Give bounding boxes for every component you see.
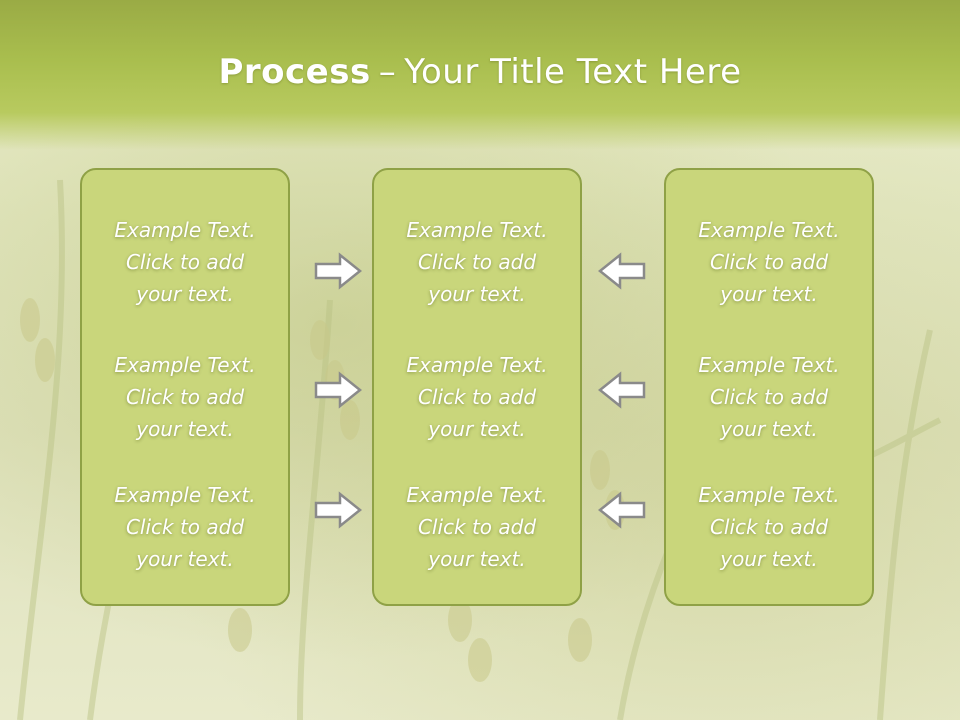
text-line: Click to add: [709, 385, 829, 409]
text-line: your text.: [428, 417, 526, 441]
right-arrow-icon: [314, 371, 363, 409]
text-line: your text.: [720, 282, 818, 306]
center-panel[interactable]: Example Text. Click to add your text. Ex…: [372, 168, 582, 606]
left-arrow-icon: [597, 491, 646, 529]
text-line: your text.: [428, 282, 526, 306]
text-line: Example Text.: [406, 218, 548, 242]
text-line: Click to add: [125, 515, 245, 539]
text-line: your text.: [428, 547, 526, 571]
right-panel[interactable]: Example Text. Click to add your text. Ex…: [664, 168, 874, 606]
text-line: Click to add: [125, 250, 245, 274]
text-block[interactable]: Example Text. Click to add your text.: [666, 214, 872, 310]
text-line: your text.: [136, 417, 234, 441]
text-line: your text.: [136, 282, 234, 306]
text-block[interactable]: Example Text. Click to add your text.: [666, 479, 872, 575]
text-line: Example Text.: [114, 218, 256, 242]
text-line: your text.: [720, 417, 818, 441]
text-line: Example Text.: [406, 483, 548, 507]
title-dash: –: [378, 52, 397, 92]
slide-title[interactable]: Process–Your Title Text Here: [0, 52, 960, 92]
text-block[interactable]: Example Text. Click to add your text.: [374, 214, 580, 310]
left-arrow-icon: [597, 252, 646, 290]
text-line: Click to add: [417, 250, 537, 274]
text-line: Click to add: [125, 385, 245, 409]
text-line: your text.: [136, 547, 234, 571]
text-line: Click to add: [417, 385, 537, 409]
text-line: Example Text.: [698, 483, 840, 507]
text-block[interactable]: Example Text. Click to add your text.: [82, 349, 288, 445]
text-line: Click to add: [709, 515, 829, 539]
right-arrow-icon: [314, 252, 363, 290]
text-block[interactable]: Example Text. Click to add your text.: [374, 349, 580, 445]
text-line: Example Text.: [698, 218, 840, 242]
text-line: Example Text.: [114, 483, 256, 507]
left-panel[interactable]: Example Text. Click to add your text. Ex…: [80, 168, 290, 606]
text-line: Example Text.: [114, 353, 256, 377]
text-block[interactable]: Example Text. Click to add your text.: [82, 214, 288, 310]
title-banner: [0, 0, 960, 150]
title-bold: Process: [218, 52, 371, 92]
text-line: Click to add: [417, 515, 537, 539]
text-block[interactable]: Example Text. Click to add your text.: [666, 349, 872, 445]
text-line: Click to add: [709, 250, 829, 274]
text-line: your text.: [720, 547, 818, 571]
text-line: Example Text.: [698, 353, 840, 377]
title-text: Your Title Text Here: [404, 52, 742, 92]
text-line: Example Text.: [406, 353, 548, 377]
left-arrow-icon: [597, 371, 646, 409]
right-arrow-icon: [314, 491, 363, 529]
text-block[interactable]: Example Text. Click to add your text.: [374, 479, 580, 575]
text-block[interactable]: Example Text. Click to add your text.: [82, 479, 288, 575]
